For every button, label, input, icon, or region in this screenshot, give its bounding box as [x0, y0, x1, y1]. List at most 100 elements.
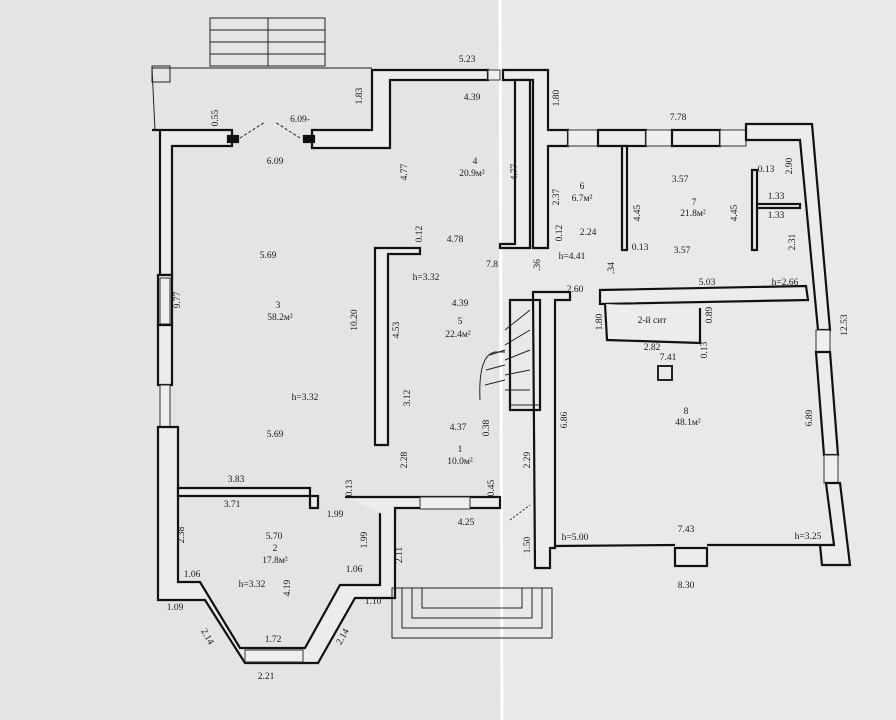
top-porch [151, 17, 372, 131]
dim: 2.14 [198, 627, 215, 647]
dim: 5.69 [267, 430, 284, 440]
walls [152, 68, 852, 665]
dim: 7.41 [660, 353, 677, 363]
dim: 3.83 [228, 475, 245, 485]
dim: 10.20 [350, 309, 360, 331]
height-label: h=5.00 [562, 533, 589, 543]
dim: 1.09 [167, 603, 184, 613]
room-number: 5 [458, 317, 463, 327]
staircase [479, 309, 540, 521]
dim: 12.53 [840, 314, 850, 336]
dim: 4.19 [283, 579, 293, 596]
dim: 0.13 [345, 479, 355, 496]
dim: 0.13 [700, 341, 710, 358]
dim: 0.13 [758, 165, 775, 175]
dim: 1.06 [346, 565, 363, 575]
room-number: 6 [580, 182, 585, 192]
room-area: 22.4м² [445, 330, 471, 340]
sheet-seam [498, 0, 504, 720]
dim: 4.45 [730, 204, 740, 221]
dim: 5.70 [266, 532, 283, 542]
column [657, 365, 673, 381]
dim: 2.28 [400, 451, 410, 468]
dim: 0.12 [415, 225, 425, 242]
height-label: h=3.32 [413, 273, 440, 283]
room-number: 4 [473, 157, 478, 167]
height-label: h=3.32 [239, 580, 266, 590]
room-number: 3 [276, 301, 281, 311]
room-area: 17.8м² [262, 556, 288, 566]
height-label: h=3.32 [292, 393, 319, 403]
dim: 1.80 [552, 89, 562, 106]
dim: 4.45 [633, 204, 643, 221]
dim: 6.86 [560, 411, 570, 428]
dim: 1.99 [360, 531, 370, 548]
fixture-label: 2-й сит [638, 315, 668, 326]
dim: 2.37 [552, 188, 562, 205]
dim: 7.43 [678, 525, 695, 535]
dim: 2.31 [788, 233, 798, 250]
dimension-labels: 5.23 4.39 1.83 0.55 6.09- 6.09 1.80 4.77… [167, 55, 850, 682]
dim: 0.45 [487, 479, 497, 496]
dim: 0.38 [482, 419, 492, 436]
dim: 2.60 [567, 285, 584, 295]
dim: 1.83 [355, 87, 365, 104]
room-number: 7 [692, 198, 697, 208]
dim: 3.71 [224, 500, 241, 510]
room-labels: 1 10.0м² 2 17.8м² 3 58.2м² 4 20.9м² 5 22… [262, 157, 706, 566]
dim: 2.90 [785, 157, 795, 174]
room-area: 10.0м² [447, 457, 473, 467]
room-number: 8 [684, 407, 689, 417]
dim: 2.11 [395, 547, 405, 564]
height-label: h=4.41 [559, 252, 586, 262]
dim: 2.21 [258, 672, 275, 682]
dim: 2.24 [580, 228, 597, 238]
room-number: 2 [273, 544, 278, 554]
room-area: 48.1м² [675, 418, 701, 428]
dim: 1.80 [595, 313, 605, 330]
dim: 4.37 [450, 423, 467, 433]
room-area: 58.2м² [267, 313, 293, 323]
room-area: 21.8м² [680, 209, 706, 219]
dim: 4.39 [452, 299, 469, 309]
dim: 1.06 [184, 570, 201, 580]
dim: 1.99 [327, 510, 344, 520]
dim: 1.10 [365, 597, 382, 607]
dim: 3.57 [672, 175, 689, 185]
dim: 0.89 [705, 306, 715, 323]
dim: 4.25 [458, 518, 475, 528]
dim: .34 [607, 262, 617, 274]
dim: 4.53 [392, 321, 402, 338]
dim: 4.77 [400, 163, 410, 180]
dim: .36 [533, 259, 543, 271]
dim: 3.12 [403, 389, 413, 406]
dim: 1.33 [768, 211, 785, 221]
dim: 0.12 [555, 224, 565, 241]
dim: 5.69 [260, 251, 277, 261]
dim: 4.78 [447, 235, 464, 245]
dim: 8.30 [678, 581, 695, 591]
dim: 1.72 [265, 635, 282, 645]
dim: 5.03 [699, 278, 716, 288]
right-sheet [500, 0, 896, 720]
dim: 4.77 [510, 163, 520, 180]
room-area: 20.9м² [459, 169, 485, 179]
dim: 1.50 [523, 536, 533, 553]
dim: 1.33 [768, 192, 785, 202]
dim: 0.55 [211, 109, 221, 126]
dim: 6.09 [267, 157, 284, 167]
dim: 6.89 [805, 409, 815, 426]
dim: 9.77 [173, 291, 183, 308]
dim: 3.57 [674, 246, 691, 256]
dim: 5.23 [459, 55, 476, 65]
height-label: h=3.25 [795, 532, 822, 542]
dim: 2.29 [523, 451, 533, 468]
room-area: 6.7м² [572, 194, 593, 204]
room-number: 1 [458, 445, 463, 455]
dim: 2.38 [177, 526, 187, 543]
dim: 4.39 [464, 93, 481, 103]
dim: 7.78 [670, 113, 687, 123]
dim: 0.13 [632, 243, 649, 253]
dim: 6.09- [290, 115, 310, 125]
